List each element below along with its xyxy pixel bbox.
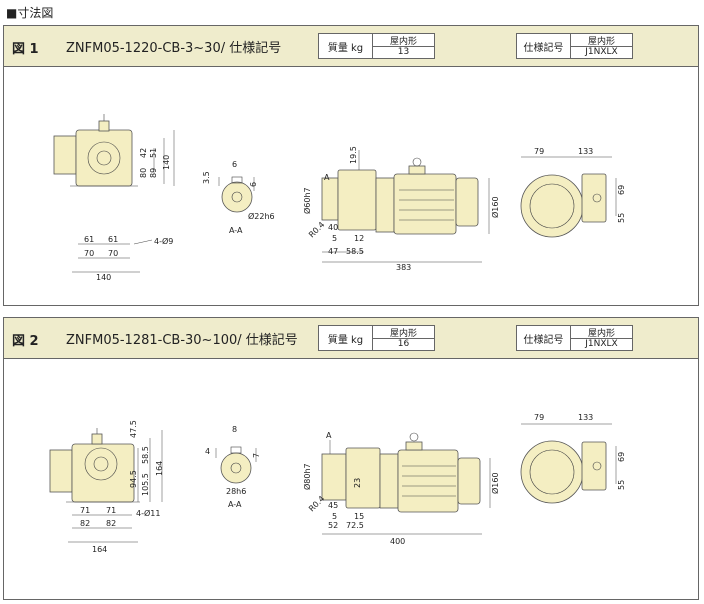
end-view: 79 133 69 55 — [520, 147, 626, 238]
dim-holes: 4-Ø9 — [154, 236, 173, 246]
dim-side-total: 400 — [390, 537, 405, 546]
dim-side-5: 5 — [332, 234, 337, 243]
dim-side-pilot: Ø80h7 — [302, 463, 312, 490]
dim-holes: 4-Ø11 — [136, 508, 160, 518]
spec-value: J1NXLX — [585, 46, 618, 57]
section-marker-a: A — [324, 173, 330, 182]
dim-side-dia: Ø160 — [490, 472, 500, 494]
dim-side-47: 47 — [328, 247, 338, 256]
dim-half-c: 70 — [84, 249, 94, 258]
dim-h3: 80 — [139, 168, 148, 178]
dim-end-69: 69 — [617, 452, 626, 462]
dim-shaft-key-b: 3.5 — [202, 171, 211, 184]
mass-label: 質量 kg — [319, 34, 373, 58]
mass-table: 質量 kg 屋内形 16 — [318, 325, 435, 351]
front-view: 61 61 70 70 140 42 51 80 89 140 4-Ø9 — [53, 114, 175, 282]
side-view: 19.5 A Ø60h7 R0.4 40 5 12 47 58.5 383 Ø1… — [302, 146, 500, 272]
dimension-drawing-1: 61 61 70 70 140 42 51 80 89 140 4-Ø9 6 3… — [53, 114, 626, 282]
dim-shaft-key-c: 6 — [249, 182, 258, 187]
dim-side-total: 383 — [396, 263, 411, 272]
dim-end-55: 55 — [617, 480, 626, 490]
dim-h3: 94.5 — [129, 470, 138, 488]
dimension-drawing-2: 71 71 82 82 164 47.5 58.5 94.5 105.5 164… — [49, 413, 626, 554]
shaft-section: 8 4 7 28h6 A-A — [205, 425, 261, 509]
dim-side-pilot: Ø60h7 — [302, 187, 312, 214]
dim-half-d: 70 — [108, 249, 118, 258]
figure-title: ZNFM05-1281-CB-30~100/ 仕様記号 — [66, 333, 298, 348]
dim-front-width: 164 — [92, 545, 107, 554]
dim-side-58-5: 58.5 — [346, 247, 364, 256]
dim-end-79: 79 — [534, 147, 544, 156]
dim-shaft-dia: 28h6 — [226, 487, 246, 496]
dim-half-b: 61 — [108, 235, 118, 244]
dim-side-r: R0.4 — [307, 220, 326, 239]
figure-header-1: 図 1 ZNFM05-1220-CB-3~30/ 仕様記号 質量 kg 屋内形 … — [4, 26, 698, 67]
dim-half-a: 61 — [84, 235, 94, 244]
mass-value: 16 — [397, 338, 410, 349]
dim-half-d: 82 — [106, 519, 116, 528]
dim-shaft-key-a: 8 — [232, 425, 237, 434]
mass-table: 質量 kg 屋内形 13 — [318, 33, 435, 59]
dim-h1: 47.5 — [129, 420, 138, 438]
dim-shaft-dia: Ø22h6 — [248, 211, 275, 221]
figure-title: ZNFM05-1220-CB-3~30/ 仕様記号 — [66, 41, 282, 56]
spec-label: 仕様記号 — [517, 34, 571, 58]
spec-header: 屋内形 — [571, 326, 632, 339]
mass-header: 屋内形 — [373, 34, 434, 47]
dim-half-a: 71 — [80, 506, 90, 515]
figure-panel-2: 図 2 ZNFM05-1281-CB-30~100/ 仕様記号 質量 kg 屋内… — [3, 317, 699, 600]
dim-h1: 42 — [139, 148, 148, 158]
dim-shaft-key-c: 7 — [252, 453, 261, 458]
dim-side-12: 12 — [354, 234, 364, 243]
front-view: 71 71 82 82 164 47.5 58.5 94.5 105.5 164… — [49, 420, 164, 554]
dim-h2: 58.5 — [141, 446, 150, 464]
dim-side-top: 23 — [353, 478, 362, 488]
spec-table: 仕様記号 屋内形 J1NXLX — [516, 33, 633, 59]
shaft-section: 6 3.5 6 Ø22h6 A-A — [202, 160, 275, 235]
dim-side-40: 40 — [328, 223, 338, 232]
dim-h4: 105.5 — [141, 473, 150, 496]
dim-shaft-key-a: 6 — [232, 160, 237, 169]
dim-end-79: 79 — [534, 413, 544, 422]
dim-side-5: 5 — [332, 512, 337, 521]
side-view: 23 A Ø80h7 R0.4 45 5 15 52 72.5 400 Ø160 — [302, 431, 500, 546]
dim-h5: 140 — [162, 155, 171, 170]
dim-side-top: 19.5 — [349, 146, 358, 164]
figure-number: 図 2 — [12, 334, 39, 349]
section-label: A-A — [229, 226, 243, 235]
figure-panel-1: 図 1 ZNFM05-1220-CB-3~30/ 仕様記号 質量 kg 屋内形 … — [3, 25, 699, 306]
page-heading: ■寸法図 — [6, 6, 54, 20]
dim-end-133: 133 — [578, 147, 593, 156]
dim-side-40: 45 — [328, 501, 338, 510]
dim-side-58-5: 72.5 — [346, 521, 364, 530]
dim-side-12: 15 — [354, 512, 364, 521]
section-marker-a: A — [326, 431, 332, 440]
dim-front-width: 140 — [96, 273, 111, 282]
end-view: 79 133 69 55 — [520, 413, 626, 504]
mass-label: 質量 kg — [319, 326, 373, 350]
dim-h4: 89 — [149, 168, 158, 178]
mass-value: 13 — [397, 46, 410, 57]
section-label: A-A — [228, 500, 242, 509]
dim-h5: 164 — [155, 461, 164, 476]
dim-half-c: 82 — [80, 519, 90, 528]
dim-half-b: 71 — [106, 506, 116, 515]
dim-end-133: 133 — [578, 413, 593, 422]
figure-number: 図 1 — [12, 42, 39, 57]
dim-end-55: 55 — [617, 213, 626, 223]
dim-end-69: 69 — [617, 185, 626, 195]
figure-header-2: 図 2 ZNFM05-1281-CB-30~100/ 仕様記号 質量 kg 屋内… — [4, 318, 698, 359]
spec-table: 仕様記号 屋内形 J1NXLX — [516, 325, 633, 351]
dim-shaft-key-b: 4 — [205, 447, 210, 456]
dim-h2: 51 — [149, 148, 158, 158]
dim-side-47: 52 — [328, 521, 338, 530]
spec-label: 仕様記号 — [517, 326, 571, 350]
dim-side-dia: Ø160 — [490, 196, 500, 218]
spec-value: J1NXLX — [585, 338, 618, 349]
mass-header: 屋内形 — [373, 326, 434, 339]
spec-header: 屋内形 — [571, 34, 632, 47]
